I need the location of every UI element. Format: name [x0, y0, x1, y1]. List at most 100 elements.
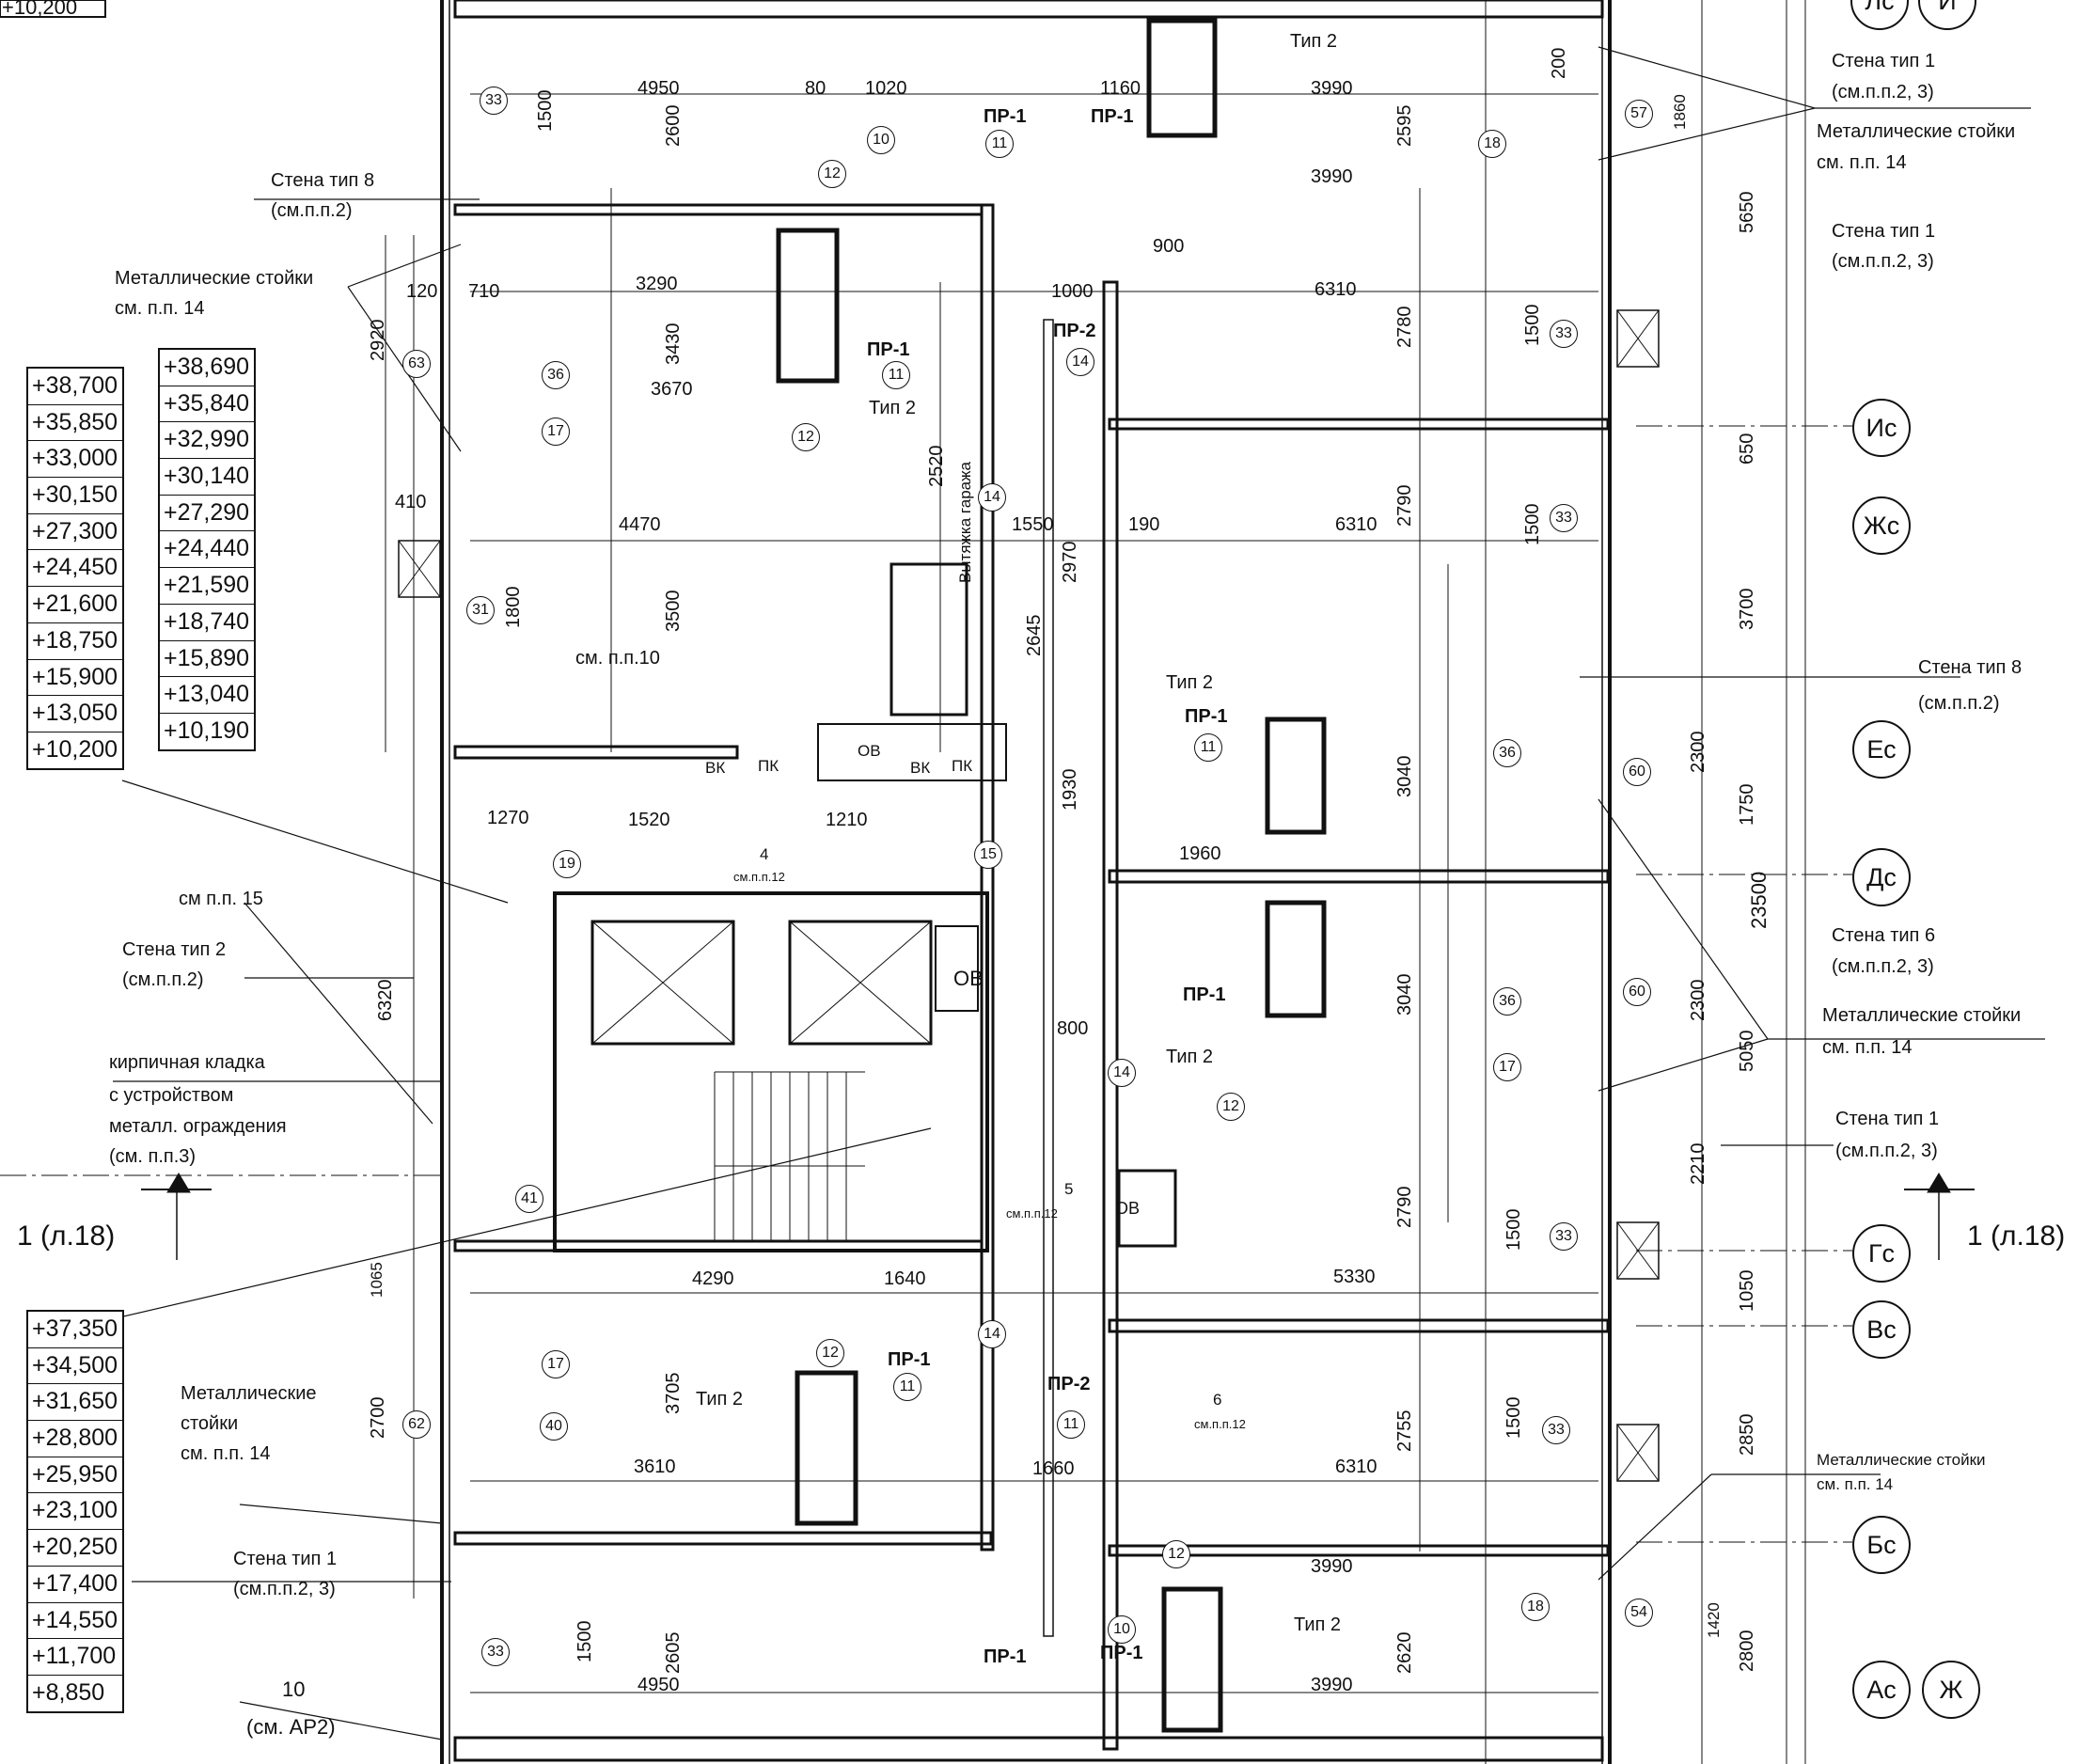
dim: 2605: [663, 1631, 684, 1675]
note-wall2: Стена тип 2: [122, 939, 227, 960]
label-tip2: Тип 2: [1166, 672, 1214, 693]
note-wall8-top: Стена тип 8: [271, 170, 375, 191]
dim: 2790: [1394, 484, 1415, 528]
note-ten: 10: [282, 1677, 306, 1701]
label-pk: ПК: [952, 757, 973, 775]
room-tag: 18: [1521, 1593, 1550, 1621]
room-tag: 10: [1108, 1615, 1136, 1644]
dim: 4470: [619, 514, 661, 535]
dim: 120: [406, 281, 438, 302]
dim: 1930: [1060, 768, 1080, 811]
room-tag: 33: [1542, 1416, 1570, 1444]
level-cell: +35,850: [28, 405, 122, 442]
dim: 4290: [692, 1268, 734, 1289]
room-tag: 60: [1623, 758, 1651, 786]
label-ref5-sub: см.п.п.12: [1006, 1206, 1058, 1221]
room-tag: 40: [540, 1412, 568, 1441]
note-wall1-r1-ref: (см.п.п.2, 3): [1832, 82, 1934, 102]
axis-bubble-gc: Гс: [1852, 1224, 1911, 1283]
note-wall8-top-ref: (см.п.п.2): [271, 200, 353, 221]
dim: 2970: [1060, 541, 1080, 584]
note-brick3: металл. ограждения: [109, 1116, 287, 1137]
level-cell: +32,990: [160, 422, 254, 460]
note-posts-r1-ref: см. п.п. 14: [1817, 152, 1907, 173]
dim: 710: [468, 281, 500, 302]
dim: 1270: [487, 808, 529, 828]
axis-bubble-ic: Ис: [1852, 399, 1911, 457]
room-tag: 14: [978, 483, 1006, 512]
dim: 2780: [1394, 306, 1415, 349]
note-sm10: см. п.п.10: [575, 648, 660, 669]
level-cell: +13,040: [160, 677, 254, 714]
axis-bubble-zhc: Жс: [1852, 496, 1911, 555]
level-cell: +24,440: [160, 531, 254, 569]
note-brick2: с устройством: [109, 1085, 234, 1106]
dim-total: 23500: [1747, 871, 1771, 929]
level-cell: +27,290: [160, 496, 254, 532]
note-wall1-r2: Стена тип 1: [1832, 221, 1936, 242]
label-ov: ОВ: [1115, 1199, 1141, 1218]
label-pr1: ПР-1: [1185, 706, 1228, 727]
dim: 3990: [1311, 1556, 1353, 1577]
dim: 3040: [1394, 755, 1415, 798]
note-wall1-r2-ref: (см.п.п.2, 3): [1832, 251, 1934, 272]
note-posts-bottom-left-3: см. п.п. 14: [181, 1443, 271, 1464]
level-cell: +18,740: [160, 605, 254, 641]
note-wall1-r1: Стена тип 1: [1832, 51, 1936, 71]
label-ov: ОВ: [858, 742, 881, 760]
level-cell: +34,500: [28, 1348, 122, 1385]
room-tag: 14: [1108, 1059, 1136, 1087]
level-cell: +24,450: [28, 550, 122, 588]
room-tag: 11: [1194, 733, 1222, 762]
room-tag: 31: [466, 596, 495, 624]
note-ten-ref: (см. АР2): [246, 1715, 336, 1739]
note-brick1: кирпичная кладка: [109, 1052, 265, 1073]
note-wall6-r: Стена тип 6: [1832, 925, 1936, 946]
dim: 1500: [1503, 1396, 1524, 1440]
dim: 1750: [1737, 783, 1757, 827]
note-wall6-r-ref: (см.п.п.2, 3): [1832, 956, 1934, 977]
label-ref5: 5: [1064, 1180, 1074, 1198]
dim: 5330: [1333, 1267, 1376, 1287]
level-cell: +23,100: [28, 1493, 122, 1531]
room-tag: 33: [1550, 320, 1578, 348]
level-cell: +15,900: [28, 660, 122, 697]
note-posts-r2-ref: см. п.п. 14: [1822, 1037, 1913, 1058]
dim: 3500: [663, 590, 684, 633]
level-cell: +31,650: [28, 1384, 122, 1422]
dim: 1500: [1503, 1208, 1524, 1252]
level-cell: +35,840: [160, 386, 254, 423]
note-posts-r1: Металлические стойки: [1817, 121, 2016, 142]
dim: 1160: [1100, 78, 1141, 99]
dim: 1640: [884, 1268, 926, 1289]
room-tag: 11: [893, 1373, 921, 1401]
dim: 2700: [368, 1396, 388, 1440]
room-tag: 12: [818, 160, 846, 188]
note-posts-r3: Металлические стойки: [1817, 1451, 1986, 1469]
room-tag: 12: [1162, 1540, 1190, 1568]
axis-bubble-bc: Бс: [1852, 1516, 1911, 1574]
level-cell: +38,700: [28, 369, 122, 405]
note-wall1-bottom-left: Стена тип 1: [233, 1549, 338, 1569]
level-cell: +30,140: [160, 459, 254, 496]
dim: 1500: [575, 1620, 595, 1663]
label-pr2: ПР-2: [1053, 321, 1096, 341]
dim: 1065: [368, 1262, 386, 1298]
label-pk: ПК: [758, 757, 779, 775]
level-cell: +18,750: [28, 623, 122, 660]
section-label-right: 1 (л.18): [1967, 1221, 2066, 1252]
room-tag: 57: [1625, 100, 1653, 128]
level-cell: +10,200: [32, 735, 118, 763]
note-wall8-r: Стена тип 8: [1918, 657, 2023, 678]
dim: 650: [1737, 433, 1757, 465]
dim: 1660: [1032, 1458, 1075, 1479]
label-pr1: ПР-1: [888, 1349, 931, 1370]
room-tag: 63: [402, 350, 431, 378]
room-tag: 11: [985, 130, 1014, 158]
room-tag: 33: [1550, 504, 1578, 532]
room-tag: 14: [1066, 348, 1094, 376]
room-tag: 11: [882, 361, 910, 389]
dim: 2300: [1688, 731, 1708, 774]
dim: 5050: [1737, 1030, 1757, 1073]
